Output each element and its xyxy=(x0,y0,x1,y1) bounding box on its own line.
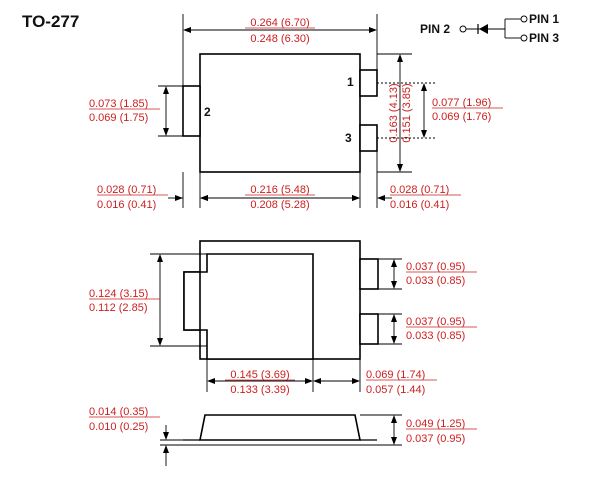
diode-schematic: PIN 2 PIN 1 PIN 3 xyxy=(420,12,559,45)
package-title: TO-277 xyxy=(22,12,79,31)
pin1-terminal xyxy=(520,15,528,23)
dim-pin1-width-min: 0.033 (0.85) xyxy=(406,275,465,287)
dim-pin1-width-max: 0.037 (0.95) xyxy=(406,261,465,273)
bottom-view-pin3-lead xyxy=(359,313,379,345)
dim-right-lead-min: 0.016 (0.41) xyxy=(390,199,449,211)
top-view-body xyxy=(199,53,361,173)
dim-right-lead-max: 0.028 (0.71) xyxy=(390,184,449,196)
dim-pad-width-min: 0.133 (3.39) xyxy=(230,384,289,396)
top-view: 1 2 3 0.264 (6.70) 0.248 (6.30) 0.073 (1… xyxy=(89,14,503,211)
dim-pitch-max: 0.077 (1.96) xyxy=(432,97,491,109)
dim-width-max: 0.264 (6.70) xyxy=(250,17,309,29)
dim-width-min: 0.248 (6.30) xyxy=(250,33,309,45)
pin3-label: PIN 3 xyxy=(529,31,559,45)
pin3-terminal xyxy=(520,34,528,42)
diode-symbol xyxy=(479,24,488,34)
bottom-view-pin1-lead xyxy=(359,258,379,290)
dim-height-min: 0.151 (3.85) xyxy=(401,83,413,142)
dim-thickness-min: 0.037 (0.95) xyxy=(406,433,465,445)
dim-inner-width-min: 0.208 (5.28) xyxy=(250,199,309,211)
dim-pad-height-min: 0.112 (2.85) xyxy=(89,302,148,314)
pin1-number: 1 xyxy=(347,75,354,89)
dim-height-max: 0.163 (4.13) xyxy=(388,83,400,142)
pin2-label: PIN 2 xyxy=(420,22,450,36)
side-view-body xyxy=(199,414,361,441)
dim-pad-width-max: 0.145 (3.69) xyxy=(230,369,289,381)
top-view-pin3-lead xyxy=(359,124,378,152)
dim-pin-length-max: 0.069 (1.74) xyxy=(366,369,425,381)
dim-pin2-height-min: 0.069 (1.75) xyxy=(89,112,148,124)
dim-inner-width-max: 0.216 (5.48) xyxy=(250,184,309,196)
top-view-pin1-lead xyxy=(359,69,378,97)
bottom-view: 0.124 (3.15) 0.112 (2.85) 0.037 (0.95) 0… xyxy=(89,240,477,396)
dim-standoff-min: 0.010 (0.25) xyxy=(89,421,148,433)
side-view: 0.014 (0.35) 0.010 (0.25) 0.049 (1.25) 0… xyxy=(89,406,477,466)
dim-standoff-max: 0.014 (0.35) xyxy=(89,406,148,418)
bottom-view-pin2-tab xyxy=(183,271,201,331)
dim-pad-height-max: 0.124 (3.15) xyxy=(89,288,148,300)
dim-left-lead-min: 0.016 (0.41) xyxy=(97,199,156,211)
dim-pitch-min: 0.069 (1.76) xyxy=(432,111,491,123)
pin2-number: 2 xyxy=(204,105,211,119)
dim-pin3-width-min: 0.033 (0.85) xyxy=(406,330,465,342)
pin2-terminal xyxy=(459,25,467,33)
dim-pin-length-min: 0.057 (1.44) xyxy=(366,384,425,396)
dim-thickness-max: 0.049 (1.25) xyxy=(406,418,465,430)
dim-left-lead-max: 0.028 (0.71) xyxy=(97,184,156,196)
pin3-number: 3 xyxy=(345,131,352,145)
dim-pin2-height-max: 0.073 (1.85) xyxy=(89,98,148,110)
dim-pin3-width-max: 0.037 (0.95) xyxy=(406,316,465,328)
pin1-label: PIN 1 xyxy=(529,12,559,26)
top-view-pin2-tab xyxy=(182,85,201,137)
